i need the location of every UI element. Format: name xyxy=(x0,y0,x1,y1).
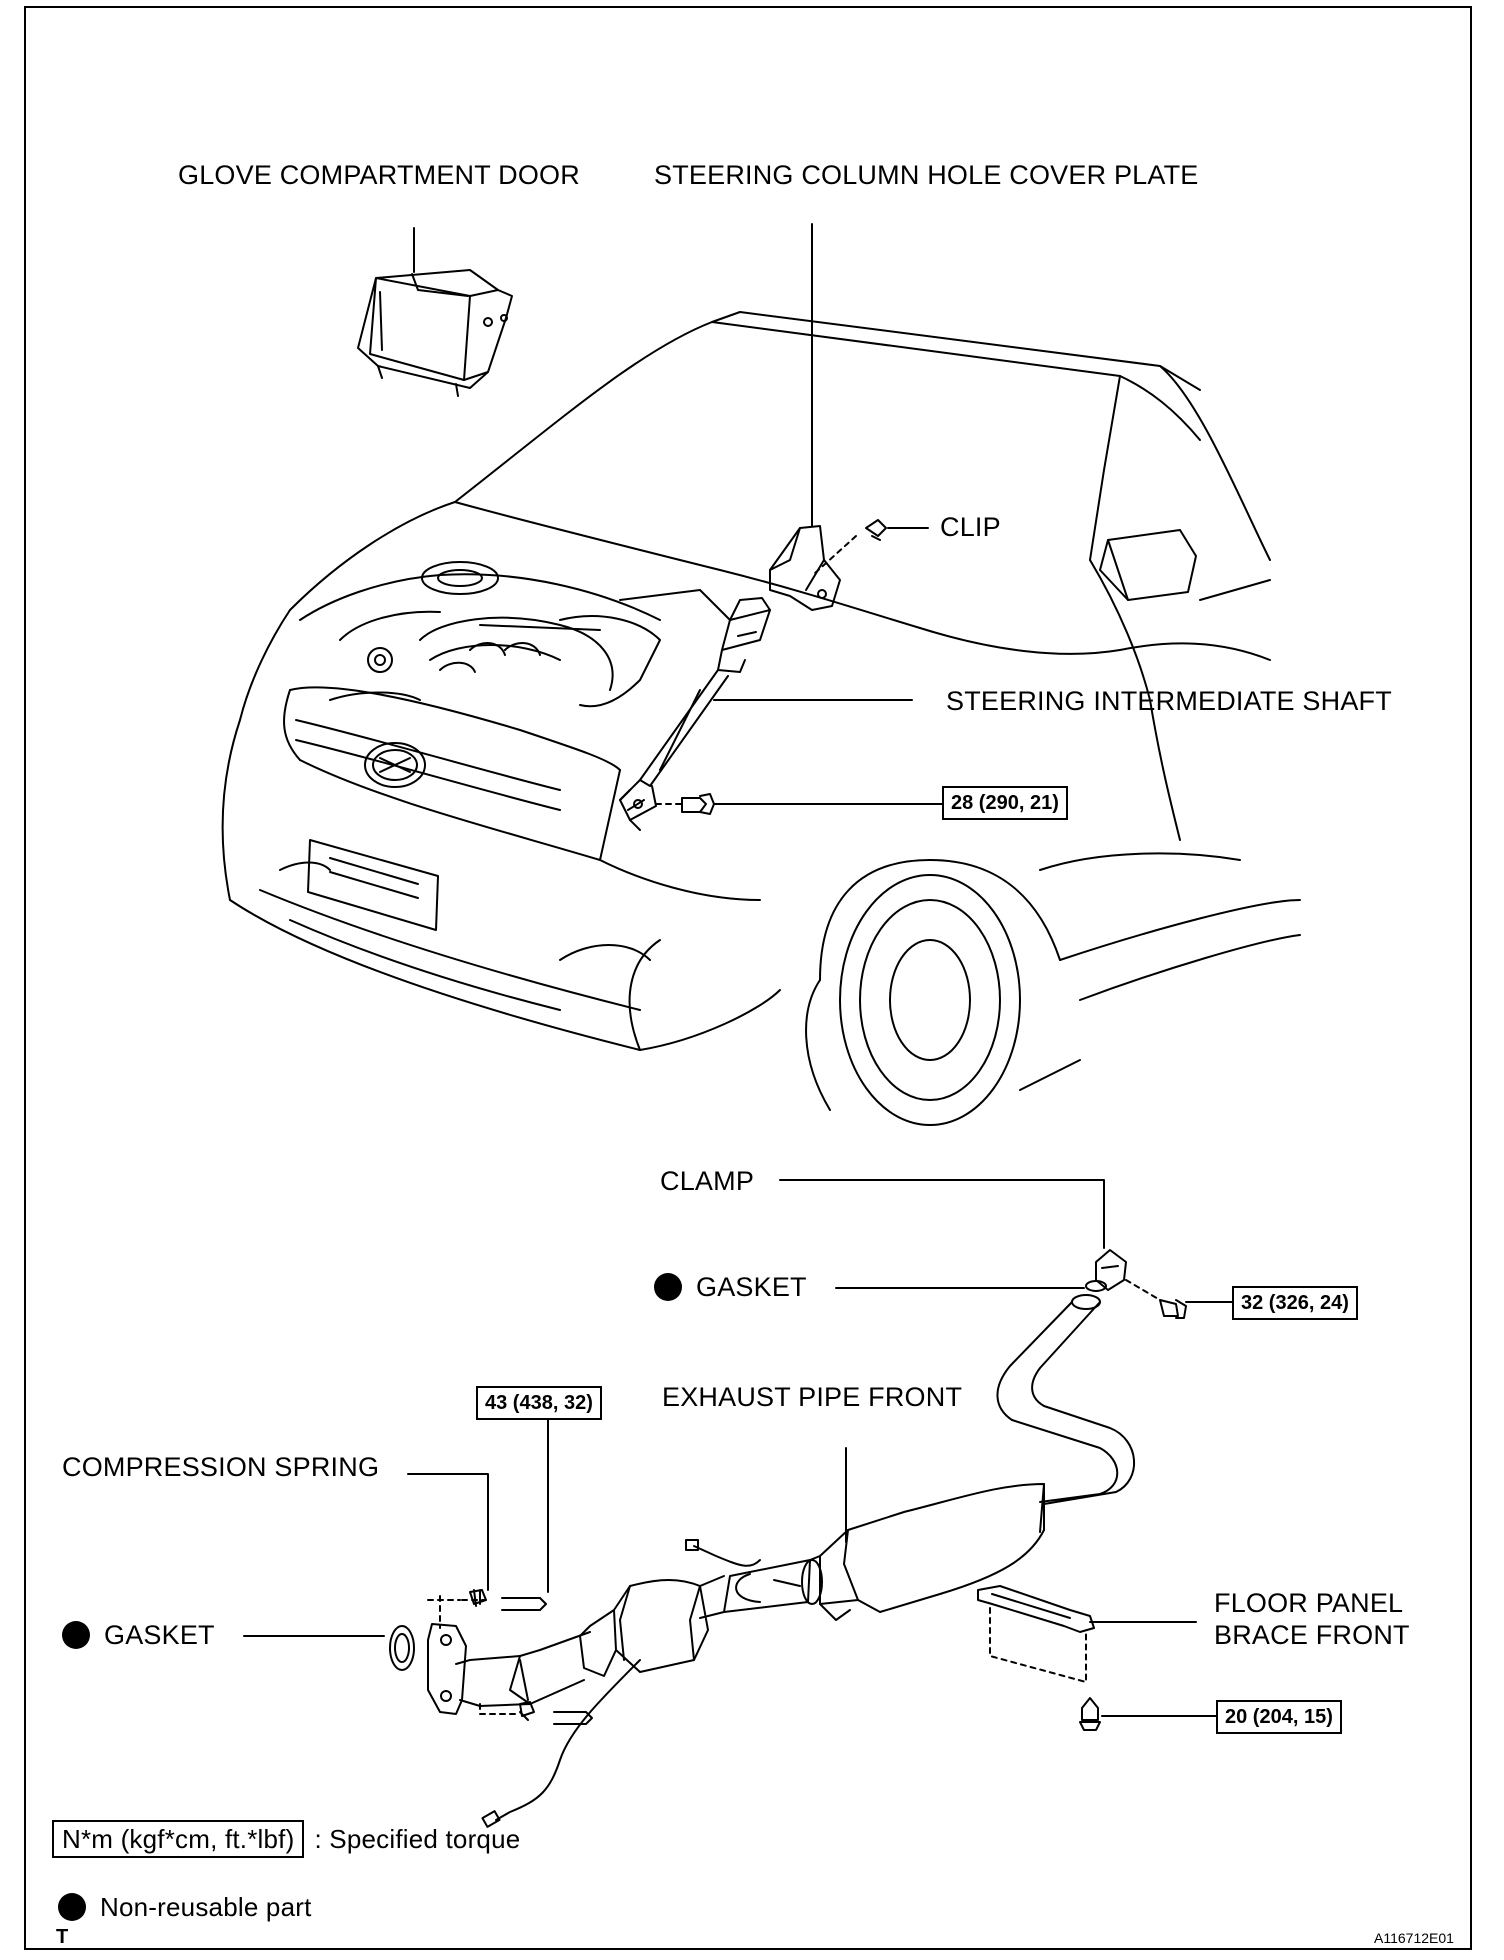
label-steering-column-hole-cover-plate: STEERING COLUMN HOLE COVER PLATE xyxy=(654,160,1199,190)
clip-drawing xyxy=(865,519,887,541)
gasket-lower-text: GASKET xyxy=(104,1620,215,1650)
non-reusable-dot-icon xyxy=(62,1620,90,1649)
non-reusable-dot-icon xyxy=(654,1272,682,1301)
steering-shaft-drawing xyxy=(619,525,841,831)
torque-flange-bolt: 43 (438, 32) xyxy=(476,1386,602,1420)
legend-torque-unit: N*m (kgf*cm, ft.*lbf) xyxy=(52,1820,305,1858)
label-steering-intermediate-shaft: STEERING INTERMEDIATE SHAFT xyxy=(946,686,1392,716)
label-gasket-upper: GASKET xyxy=(654,1272,807,1303)
figure-id: A116712E01 xyxy=(1374,1930,1454,1946)
legend-torque: N*m (kgf*cm, ft.*lbf) : Specified torque xyxy=(52,1820,521,1858)
compression-spring-leader xyxy=(407,1473,489,1591)
legend-non-reusable: Non-reusable part xyxy=(58,1892,312,1923)
diagram-frame xyxy=(24,6,1472,1950)
legend-non-reusable-text: Non-reusable part xyxy=(100,1892,312,1922)
glove-compartment-door-drawing xyxy=(357,269,513,397)
clamp-bolt-dashed xyxy=(1125,1279,1161,1301)
clip-dashed-link xyxy=(813,535,857,575)
torque-steering-shaft-bolt: 28 (290, 21) xyxy=(942,786,1068,820)
label-compression-spring: COMPRESSION SPRING xyxy=(62,1452,380,1482)
label-clamp: CLAMP xyxy=(660,1166,755,1196)
label-glove-compartment-door: GLOVE COMPARTMENT DOOR xyxy=(178,160,580,190)
label-floor-panel-brace-front-line1: FLOOR PANEL xyxy=(1214,1588,1404,1618)
torque-brace-bolt: 20 (204, 15) xyxy=(1216,1700,1342,1734)
non-reusable-dot-icon xyxy=(58,1893,86,1922)
legend-torque-desc: : Specified torque xyxy=(314,1824,521,1854)
torque-clamp-bolt: 32 (326, 24) xyxy=(1232,1286,1358,1320)
gasket-upper-text: GASKET xyxy=(696,1272,807,1302)
label-clip: CLIP xyxy=(940,512,1001,542)
exhaust-pipe-drawing xyxy=(389,1249,1136,1828)
clamp-bolt-drawing xyxy=(1159,1299,1187,1319)
label-floor-panel-brace-front-line2: BRACE FRONT xyxy=(1214,1620,1410,1650)
corner-mark: T xyxy=(56,1926,69,1948)
floor-panel-brace-drawing xyxy=(977,1585,1101,1731)
label-exhaust-pipe-front: EXHAUST PIPE FRONT xyxy=(662,1382,963,1412)
car-body-drawing xyxy=(221,311,1301,1126)
label-gasket-lower: GASKET xyxy=(62,1620,215,1651)
clamp-leader xyxy=(779,1179,1105,1249)
